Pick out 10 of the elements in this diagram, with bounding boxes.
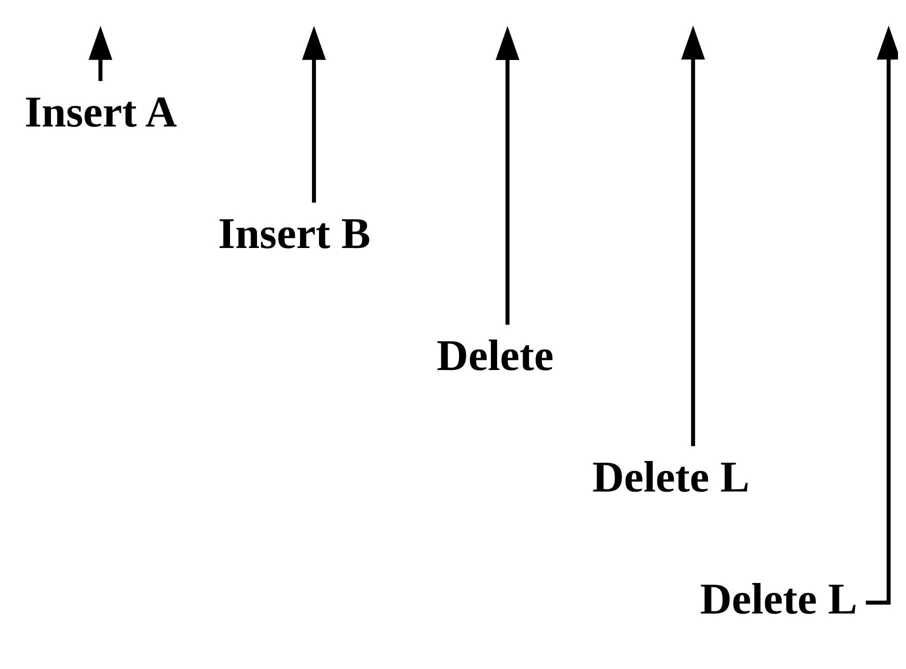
node-text: Insert A: [24, 88, 177, 136]
arrow: [302, 25, 326, 202]
arrow: [496, 26, 520, 324]
node-text: Delete L: [592, 453, 750, 502]
node-text: Delete: [436, 331, 554, 380]
arrow: [681, 25, 705, 446]
node-text: Delete L: [700, 574, 858, 623]
arrow: [88, 25, 112, 81]
node-text: Insert B: [218, 210, 371, 258]
arrow: [866, 25, 898, 604]
